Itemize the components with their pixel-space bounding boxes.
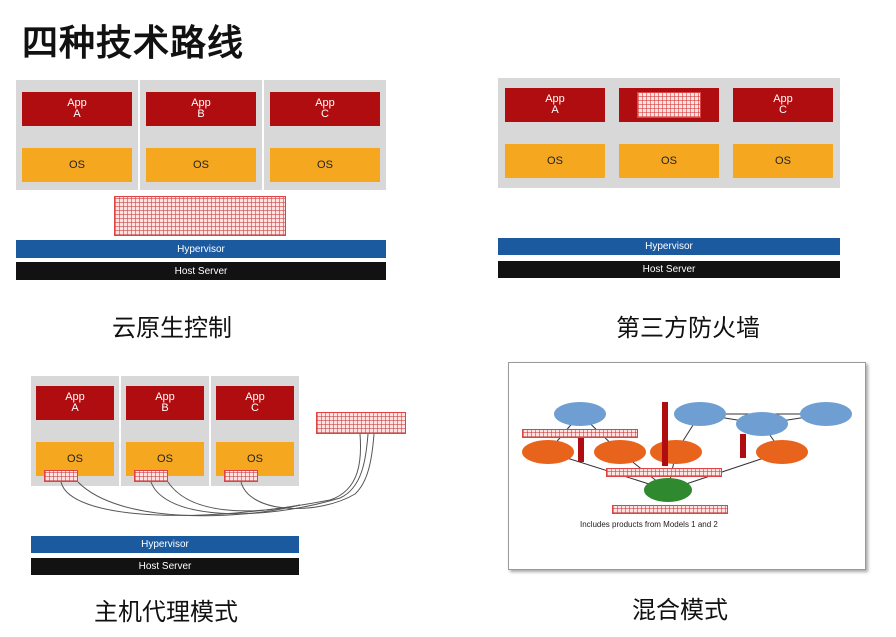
app-box: App C [270, 92, 380, 126]
central-controller-block [316, 412, 406, 434]
firewall-bar [740, 434, 746, 458]
cloud-native-control-block [114, 196, 286, 236]
os-box: OS [619, 144, 719, 178]
caption-cloud-native: 云原生控制 [112, 314, 232, 342]
app-box: App B [126, 386, 204, 420]
network-node [756, 440, 808, 464]
connection-line [240, 433, 375, 509]
host-agent-block [134, 470, 168, 482]
page-title: 四种技术路线 [22, 23, 245, 64]
os-box: OS [270, 148, 380, 182]
network-node [674, 402, 726, 426]
hybrid-enforcement-strip [522, 429, 638, 438]
hybrid-panel [508, 362, 866, 570]
app-box: App C [216, 386, 294, 420]
network-node [736, 412, 788, 436]
connection-line [77, 481, 301, 517]
host-server-bar: Host Server [31, 558, 299, 575]
firewall-bar [662, 402, 668, 466]
connection-line [150, 433, 369, 515]
host-server-bar: Host Server [16, 262, 386, 280]
network-node [644, 478, 692, 502]
firewall-appliance-block [637, 92, 701, 118]
os-box: OS [22, 148, 132, 182]
network-node [554, 402, 606, 426]
hybrid-enforcement-strip [606, 468, 722, 477]
hypervisor-bar: Hypervisor [498, 238, 840, 255]
os-box: OS [505, 144, 605, 178]
network-node [800, 402, 852, 426]
app-box: App C [733, 88, 833, 122]
network-node [522, 440, 574, 464]
hybrid-enforcement-strip [612, 505, 728, 514]
app-box: App A [36, 386, 114, 420]
caption-host-agent: 主机代理模式 [94, 598, 238, 626]
os-box: OS [733, 144, 833, 178]
app-box: App A [505, 88, 605, 122]
app-box: App A [22, 92, 132, 126]
os-box: OS [146, 148, 256, 182]
caption-firewall: 第三方防火墙 [616, 314, 760, 342]
hypervisor-bar: Hypervisor [16, 240, 386, 258]
caption-hybrid: 混合模式 [632, 596, 728, 624]
host-server-bar: Host Server [498, 261, 840, 278]
hybrid-note: Includes products from Models 1 and 2 [580, 520, 718, 529]
connection-line [167, 481, 301, 512]
network-node [594, 440, 646, 464]
host-agent-block [224, 470, 258, 482]
firewall-bar [578, 438, 584, 462]
firewall-vm-box [619, 88, 719, 122]
host-agent-block [44, 470, 78, 482]
network-node [650, 440, 702, 464]
app-box: App B [146, 92, 256, 126]
hypervisor-bar: Hypervisor [31, 536, 299, 553]
